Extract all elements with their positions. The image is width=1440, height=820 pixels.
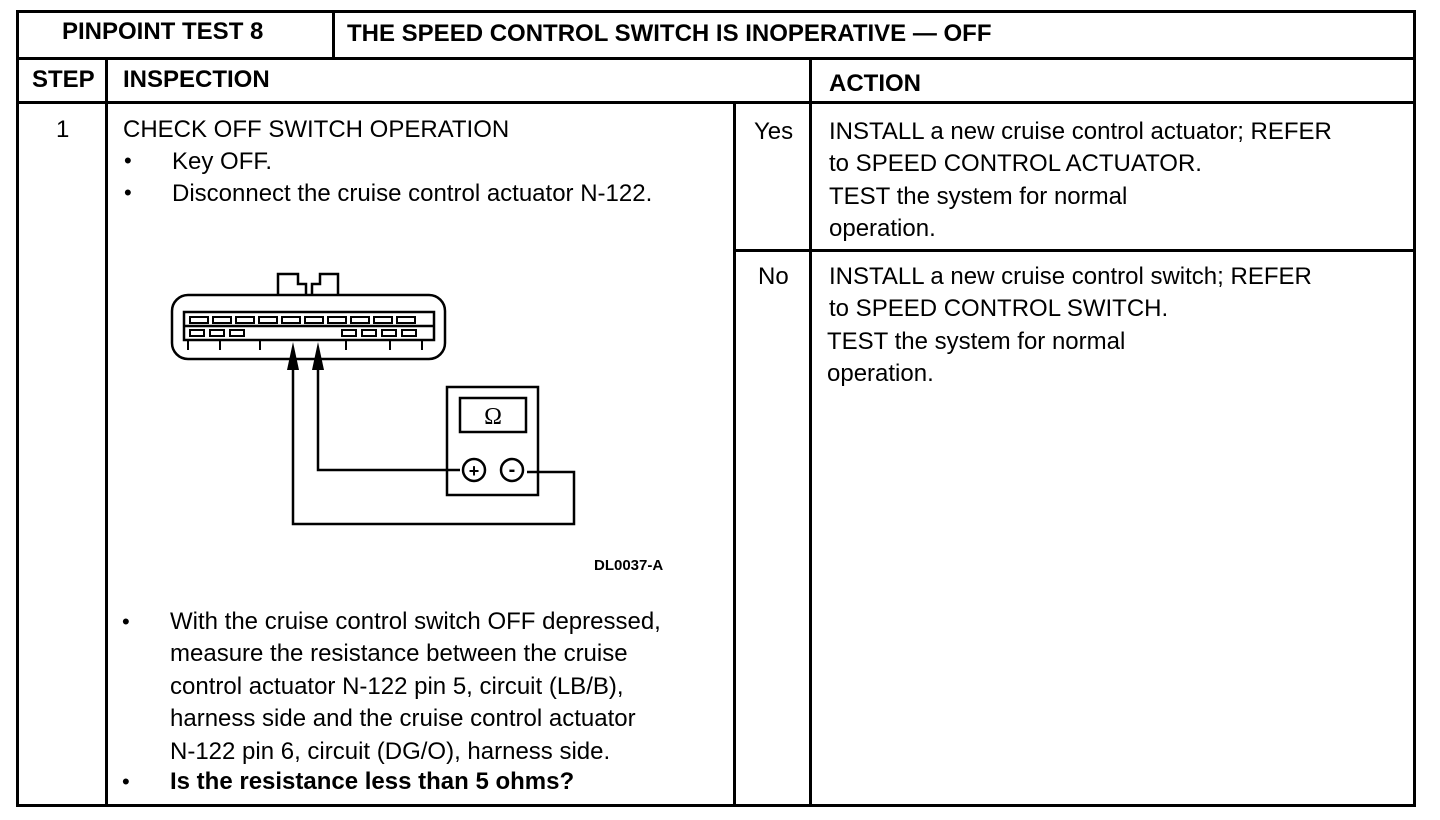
action-column-divider bbox=[809, 57, 812, 807]
ohmmeter-symbol: Ω bbox=[484, 404, 502, 430]
bullet-key-off: • bbox=[124, 148, 132, 173]
table-border-right bbox=[1413, 10, 1416, 807]
action-no-line-4: operation. bbox=[827, 360, 934, 387]
measure-line-1: With the cruise control switch OFF depre… bbox=[170, 608, 661, 635]
ohmmeter-positive-terminal bbox=[461, 457, 487, 483]
action-yes-line-1: INSTALL a new cruise control actuator; R… bbox=[829, 118, 1332, 145]
inspection-column-header: INSPECTION bbox=[123, 66, 270, 93]
measure-line-5: N-122 pin 6, circuit (DG/O), harness sid… bbox=[170, 738, 611, 765]
diagram-code: DL0037-A bbox=[594, 557, 663, 574]
action-column-header: ACTION bbox=[829, 70, 921, 97]
answer-no: No bbox=[758, 263, 789, 290]
action-no-line-1: INSTALL a new cruise control switch; REF… bbox=[829, 263, 1312, 290]
positive-sign: + bbox=[469, 461, 480, 481]
action-yes-line-2: to SPEED CONTROL ACTUATOR. bbox=[829, 150, 1202, 177]
probe-arrow-left bbox=[287, 342, 299, 370]
lead-wire-positive bbox=[316, 370, 460, 472]
action-no-line-3: TEST the system for normal bbox=[827, 328, 1126, 355]
header-divider bbox=[332, 10, 335, 58]
check-title: CHECK OFF SWITCH OPERATION bbox=[123, 116, 510, 143]
ohmmeter-display bbox=[458, 396, 528, 434]
probe-arrow-right bbox=[312, 342, 324, 370]
measure-line-4: harness side and the cruise control actu… bbox=[170, 705, 636, 732]
step-key-off: Key OFF. bbox=[172, 148, 273, 175]
bullet-disconnect: • bbox=[124, 180, 132, 205]
action-no-line-2: to SPEED CONTROL SWITCH. bbox=[829, 295, 1169, 322]
connector-latch-left bbox=[276, 272, 308, 295]
connector-body bbox=[170, 293, 447, 361]
table-border-left bbox=[16, 10, 19, 807]
question-text: Is the resistance less than 5 ohms? bbox=[170, 768, 575, 795]
table-border-bottom bbox=[16, 804, 1416, 807]
ohmmeter-negative-terminal bbox=[499, 457, 525, 483]
ohmmeter-body bbox=[445, 385, 540, 497]
pinpoint-test-title: THE SPEED CONTROL SWITCH IS INOPERATIVE … bbox=[347, 20, 992, 47]
lead-wire-negative bbox=[291, 370, 576, 526]
negative-sign: - bbox=[509, 459, 516, 481]
answer-yes: Yes bbox=[754, 118, 794, 145]
result-column-divider bbox=[733, 104, 736, 807]
pinpoint-test-label: PINPOINT TEST 8 bbox=[62, 18, 264, 45]
connector-pins bbox=[187, 316, 423, 350]
table-border-top bbox=[16, 10, 1416, 13]
step-column-header: STEP bbox=[32, 66, 95, 93]
column-header-row-bottom bbox=[16, 101, 1416, 104]
header-row-bottom bbox=[16, 57, 1416, 60]
connector-latch-right bbox=[310, 272, 340, 295]
yes-no-divider bbox=[733, 249, 1416, 252]
action-yes-line-3: TEST the system for normal bbox=[829, 183, 1128, 210]
measure-line-2: measure the resistance between the cruis… bbox=[170, 640, 628, 667]
action-yes-line-4: operation. bbox=[829, 215, 936, 242]
connector-diagram: Ω + - DL0037-A bbox=[160, 262, 700, 582]
step-column-divider bbox=[105, 57, 108, 807]
measure-line-3: control actuator N-122 pin 5, circuit (L… bbox=[170, 673, 624, 700]
step-number: 1 bbox=[56, 116, 70, 143]
bullet-measure: • bbox=[122, 609, 130, 634]
step-disconnect: Disconnect the cruise control actuator N… bbox=[172, 180, 653, 207]
bullet-question: • bbox=[122, 769, 130, 794]
